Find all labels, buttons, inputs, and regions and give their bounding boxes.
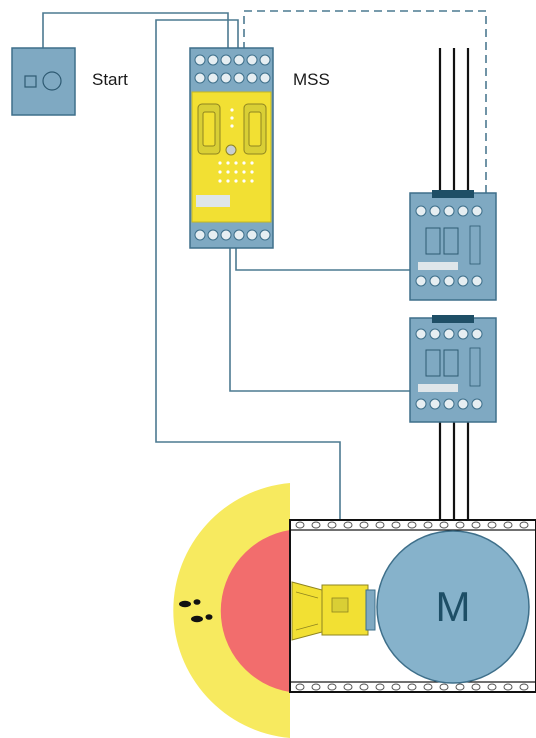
mss-to-contactor-2 (229, 248, 410, 392)
start-label: Start (92, 70, 128, 89)
danger-zone (220, 530, 290, 692)
mss-label: MSS (293, 70, 330, 89)
hazard-zone (173, 483, 290, 738)
safety-light-sensor (291, 581, 376, 641)
circle-icon (42, 71, 62, 91)
mss-bottom-terminals (194, 229, 271, 241)
contactor-2 (409, 315, 497, 423)
feedback-wire (243, 10, 487, 193)
start-button[interactable] (11, 47, 76, 116)
mss-to-contactor-1 (235, 248, 410, 271)
mss-safety-relay (189, 47, 274, 249)
contactor-1 (409, 190, 497, 301)
mss-top-terminals (194, 54, 271, 84)
motor-label: M (436, 583, 471, 630)
wiring (42, 10, 487, 595)
start-wire (42, 12, 229, 50)
sensor-wire (155, 19, 341, 595)
motor (376, 530, 530, 684)
square-icon (24, 75, 37, 88)
footprints-icon (179, 599, 213, 623)
power-lines (438, 48, 470, 520)
